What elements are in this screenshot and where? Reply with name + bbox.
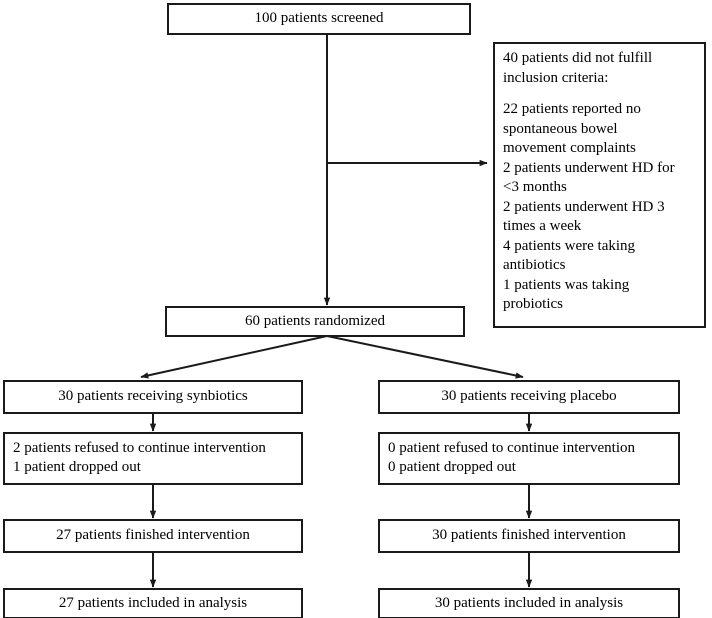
- exclusion-heading-line-1: 40 patients did not fulfill: [503, 50, 653, 66]
- exclusion-item-1-line-3: movement complaints: [503, 140, 636, 156]
- node-right-dropouts: 0 patient refused to continue interventi…: [378, 432, 680, 485]
- node-left-finished-label: 27 patients finished intervention: [56, 527, 250, 544]
- node-right-allocation-label: 30 patients receiving placebo: [441, 388, 617, 405]
- exclusion-spacer: [503, 88, 696, 100]
- node-left-dropout-line-2: 1 patient dropped out: [13, 459, 141, 476]
- node-left-dropout-line-1: 2 patients refused to continue intervent…: [13, 440, 266, 456]
- node-right-dropout-line-2: 0 patient dropped out: [388, 459, 516, 476]
- node-exclusions: 40 patients did not fulfill inclusion cr…: [493, 42, 706, 328]
- node-left-allocation-label: 30 patients receiving synbiotics: [58, 388, 248, 405]
- exclusion-item-1-line-1: 22 patients reported no: [503, 101, 641, 117]
- node-left-finished: 27 patients finished intervention: [3, 519, 303, 553]
- exclusion-item-3-line-2: times a week: [503, 218, 582, 234]
- exclusion-item-3-line-1: 2 patients underwent HD 3: [503, 198, 665, 215]
- exclusion-item-4-line-1: 4 patients were taking: [503, 237, 636, 254]
- exclusion-item-5-line-1: 1 patients was taking: [503, 276, 630, 293]
- exclusion-item-2-line-1: 2 patients underwent HD for: [503, 159, 675, 176]
- node-right-allocation: 30 patients receiving placebo: [378, 380, 680, 414]
- arrow-randomized-to-left-arm: [140, 335, 328, 379]
- node-right-analysis: 30 patients included in analysis: [378, 588, 680, 618]
- node-screened: 100 patients screened: [167, 3, 471, 35]
- exclusion-item-4-line-2: antibiotics: [503, 257, 566, 273]
- node-randomized: 60 patients randomized: [165, 306, 465, 337]
- node-left-allocation: 30 patients receiving synbiotics: [3, 380, 303, 414]
- node-screened-label: 100 patients screened: [254, 10, 384, 27]
- node-left-dropouts: 2 patients refused to continue intervent…: [3, 432, 303, 485]
- exclusion-item-1-line-2: spontaneous bowel: [503, 120, 618, 137]
- exclusion-heading-line-2: inclusion criteria:: [503, 69, 609, 86]
- node-randomized-label: 60 patients randomized: [245, 312, 385, 329]
- node-right-dropout-line-1: 0 patient refused to continue interventi…: [388, 440, 636, 456]
- node-right-finished-label: 30 patients finished intervention: [432, 527, 626, 544]
- node-right-finished: 30 patients finished intervention: [378, 519, 680, 553]
- exclusion-item-5-line-2: probiotics: [503, 296, 563, 312]
- node-left-analysis: 27 patients included in analysis: [3, 588, 303, 618]
- node-left-analysis-label: 27 patients included in analysis: [58, 594, 248, 611]
- node-right-analysis-label: 30 patients included in analysis: [434, 594, 624, 611]
- arrow-randomized-to-right-arm: [326, 335, 524, 379]
- exclusion-item-2-line-2: <3 months: [503, 179, 567, 195]
